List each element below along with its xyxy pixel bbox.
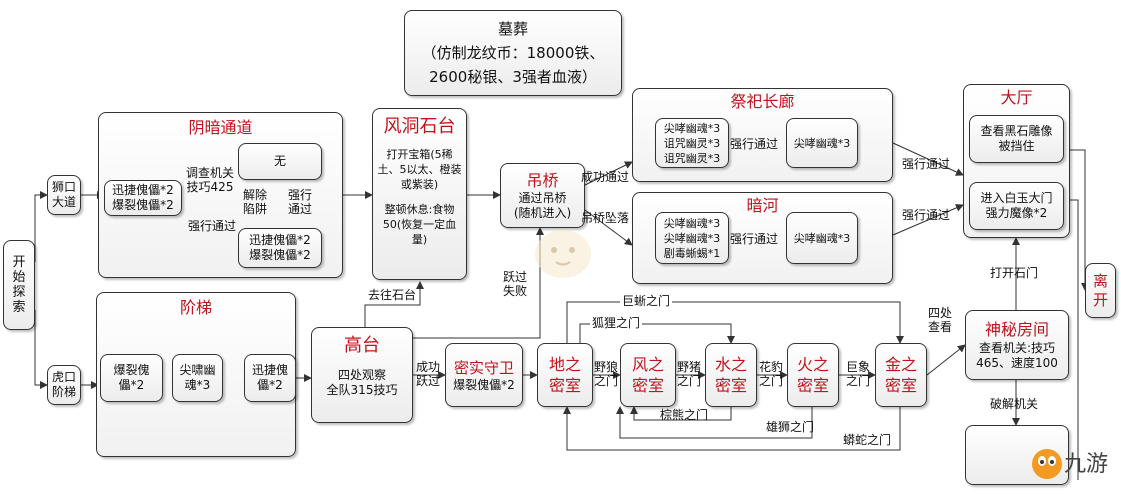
- earth-room: 地之 密室: [537, 343, 593, 407]
- high-platform-box: 高台 四处观察 全队315技巧: [311, 327, 413, 423]
- fox-door-label: 狐狸之门: [590, 316, 643, 330]
- secret-guard-box: 密实守卫 爆裂傀儡*2: [445, 343, 523, 407]
- none-node: 无: [238, 143, 322, 180]
- force-pass-label: 强行 通过: [288, 188, 313, 216]
- dark-river-title: 暗河: [746, 196, 779, 215]
- crack-mechanism-label: 破解机关: [990, 397, 1039, 411]
- to-stone-platform-label: 去往石台: [368, 288, 417, 302]
- leave-node: 离 开: [1085, 263, 1116, 318]
- jump-fail-label: 跃过 失败: [503, 270, 528, 298]
- stairs-title: 阶梯: [179, 298, 212, 317]
- open-stone-door-label: 打开石门: [990, 266, 1039, 280]
- mystery-room-text: 查看机关:技巧 465、速度100: [976, 341, 1058, 370]
- stairs-step-2: 尖啸幽 魂*3: [172, 354, 223, 402]
- check-mechanism-label: 调查机关 技巧425: [186, 166, 235, 194]
- sacrifice-corridor-enemies: 尖哮幽魂*3 诅咒幽灵*3 诅咒幽灵*3: [655, 118, 729, 168]
- python-door-label: 蟒蛇之门: [843, 433, 892, 447]
- watermark-text: 九游: [1064, 452, 1109, 477]
- tiger-stairs-node: 虎口 阶梯: [47, 365, 81, 405]
- mascot-watermark-icon: [535, 230, 591, 278]
- lion-door-label: 雄狮之门: [766, 420, 815, 434]
- boar-door-label: 野猪 之门: [677, 360, 702, 388]
- bridge-title: 吊桥: [526, 170, 559, 190]
- dark-river-enemies: 尖哮幽魂*3 尖哮幽魂*3 剧毒蜥蜴*1: [655, 212, 729, 264]
- gold-room: 金之 密室: [875, 343, 927, 407]
- header-line2: 2600秘银、3强者血液）: [429, 68, 597, 86]
- high-platform-title: 高台: [344, 335, 380, 356]
- bridge-box: 吊桥 通过吊桥 (随机进入): [500, 163, 585, 228]
- mystery-room-title: 神秘房间: [984, 320, 1049, 339]
- header-title: 墓葬: [497, 20, 528, 38]
- disarm-label: 解除 陷阱: [243, 188, 268, 216]
- dark-passage-title: 阴暗通道: [188, 118, 253, 137]
- force-pass-label-2: 强行通过: [188, 219, 237, 233]
- look-around-label: 四处 查看: [928, 306, 953, 334]
- dark-river-force-label: 强行通过: [730, 232, 779, 246]
- header-box: 墓葬 （仿制龙纹币：18000铁、 2600秘银、3强者血液）: [404, 10, 622, 96]
- nine-game-logo-icon: [1032, 449, 1062, 479]
- hall-force-label-1: 强行通过: [902, 157, 951, 171]
- wind-platform-rest: 整顿休息:食物50(恢复一定血量): [382, 203, 457, 246]
- dark-passage-enemies: 迅捷傀儡*2 爆裂傀儡*2: [104, 180, 182, 216]
- secret-guard-text: 爆裂傀儡*2: [453, 377, 515, 392]
- hall-force-label-2: 强行通过: [902, 208, 951, 222]
- lion-road-node: 狮口 大道: [47, 175, 81, 215]
- wind-platform-title: 风洞石台: [383, 116, 456, 137]
- dark-river-result: 尖哮幽魂*3: [786, 212, 858, 264]
- dark-passage-enemies-2: 迅捷傀儡*2 爆裂傀儡*2: [238, 228, 322, 268]
- leopard-door-label: 花豹 之门: [759, 360, 784, 388]
- secret-guard-title: 密实守卫: [453, 358, 514, 377]
- hall-title: 大厅: [1000, 88, 1033, 107]
- bridge-success-label: 成功通过: [581, 170, 630, 184]
- wind-platform-box: 风洞石台 打开宝箱(5稀土、5以太、橙装或紫装) 整顿休息:食物50(恢复一定血…: [372, 108, 467, 280]
- water-room: 水之 密室: [705, 343, 757, 407]
- jackal-door-label: 野狼 之门: [594, 360, 619, 388]
- wind-platform-chest: 打开宝箱(5稀土、5以太、橙装或紫装): [377, 148, 462, 191]
- fire-room: 火之 密室: [787, 343, 839, 407]
- bridge-fall-label: 吊桥坠落: [581, 211, 630, 225]
- hall-black-statue: 查看黑石雕像 被挡住: [969, 115, 1064, 163]
- lizard-door-label: 巨蜥之门: [620, 294, 673, 308]
- sacrifice-corridor-title: 祭祀长廊: [730, 92, 795, 111]
- stairs-step-3: 迅捷傀 儡*2: [244, 354, 296, 402]
- hall-white-jade-gate: 进入白玉大门 强力魔像*2: [969, 182, 1064, 230]
- header-line1: （仿制龙纹币：18000铁、: [421, 44, 605, 62]
- elephant-door-label: 巨象 之门: [846, 360, 871, 388]
- bridge-text: 通过吊桥 (随机进入): [513, 190, 572, 220]
- high-platform-text: 四处观察 全队315技巧: [326, 368, 398, 397]
- wind-room: 风之 密室: [620, 343, 676, 407]
- start-node: 开 始 探 索: [3, 240, 35, 330]
- stairs-step-1: 爆裂傀 儡*2: [100, 354, 163, 402]
- jump-success-label: 成功 跃过: [416, 360, 441, 388]
- bear-door-label: 棕熊之门: [660, 408, 709, 422]
- mystery-room-box: 神秘房间 查看机关:技巧 465、速度100: [965, 310, 1069, 380]
- sacrifice-corridor-result: 尖哮幽魂*3: [786, 118, 858, 168]
- sacrifice-force-label: 强行通过: [730, 137, 779, 151]
